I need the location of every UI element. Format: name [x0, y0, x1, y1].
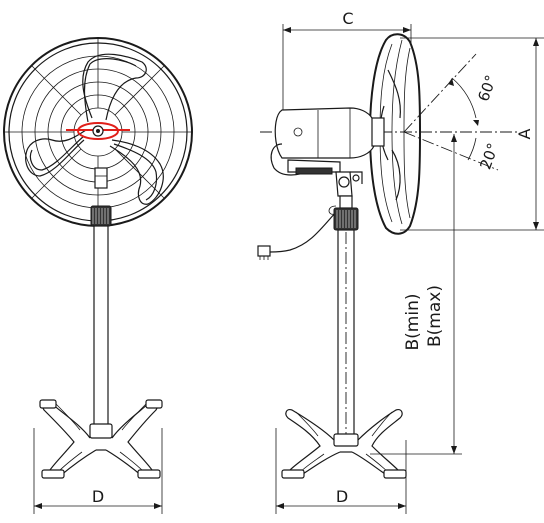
motor-hub [66, 122, 130, 140]
dim-label-d-side: D [336, 487, 348, 506]
front-view: D [3, 37, 193, 514]
dim-a: A [400, 37, 544, 231]
side-view: C A 60° 20° [257, 9, 544, 514]
side-bracket [335, 171, 363, 197]
dim-b: B(min) B(max) [370, 134, 462, 455]
dim-label-d-front: D [92, 487, 104, 506]
power-cord [257, 205, 337, 260]
dim-label-c: C [342, 9, 353, 28]
front-neck [90, 167, 112, 227]
side-base [281, 409, 407, 479]
dim-label-b-max: B(max) [425, 285, 445, 347]
dim-label-a: A [515, 128, 534, 139]
dim-c: C [282, 9, 412, 118]
angle-label-60: 60° [474, 73, 500, 104]
side-pole [333, 229, 359, 447]
motor-housing [270, 107, 385, 176]
front-pole [89, 225, 113, 439]
front-dim-d: D [33, 428, 163, 514]
dim-label-b-min: B(min) [403, 294, 423, 351]
side-neck [333, 195, 359, 231]
front-base [39, 399, 163, 479]
angle-label-20: 20° [476, 141, 502, 172]
front-blades [25, 53, 164, 205]
side-dim-d: D [275, 428, 407, 514]
